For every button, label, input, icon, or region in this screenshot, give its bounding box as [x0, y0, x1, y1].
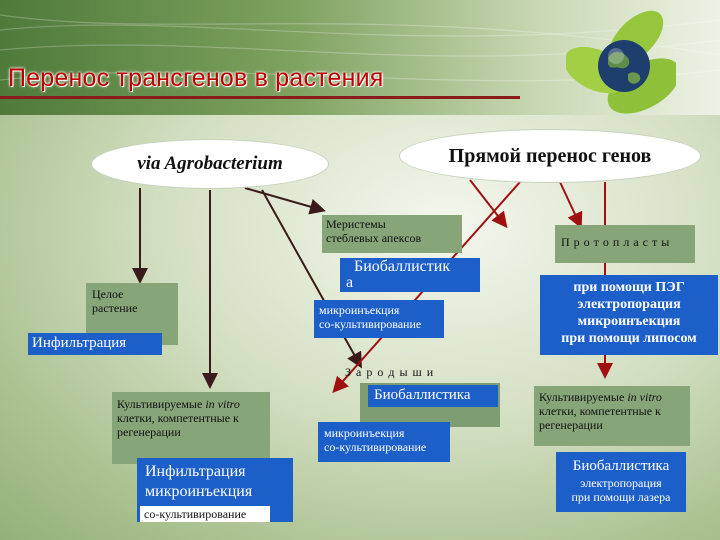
cultured-right-text: клетки, компетентные к	[539, 404, 661, 418]
method-direct-transfer: Прямой перенос генов	[400, 130, 700, 182]
arrow-direct-protoplasts	[559, 181, 583, 229]
cultured-right-text: Культивируемые	[539, 390, 628, 404]
protoplasts-methods-box: при помощи ПЭГ электропорация микроинъек…	[540, 275, 718, 355]
embryos-label: З а р о д ы ш и	[345, 365, 435, 379]
embryos-method: со-культивирование	[324, 440, 427, 454]
meristems-label-1: Меристемы	[326, 217, 386, 231]
cultured-left-text: Культивируемые	[117, 397, 206, 411]
cultured-cells-right-box: Культивируемые in vitro клетки, компетен…	[534, 386, 690, 446]
meristems-biolistics-2: а	[346, 274, 354, 291]
protoplasts-box: П р о т о п л а с т ы	[555, 225, 695, 263]
cultured-right-text: регенерации	[539, 418, 603, 432]
globe-leaf-icon	[566, 10, 676, 114]
arrow-direct-meristems	[469, 179, 508, 229]
meristems-method: со-культивирование	[319, 317, 422, 331]
embryos-biolistics: Биобаллистика	[368, 385, 498, 407]
arrow-agro-meristems	[244, 187, 326, 215]
meristems-methods-box: микроинъекция со-культивирование	[314, 300, 444, 338]
cultured-right-method: при помощи лазера	[571, 490, 671, 504]
in-vitro-text: in vitro	[627, 390, 662, 404]
cultured-right-method: электропорация	[580, 476, 662, 490]
cultured-left-microinjection: микроинъекция	[145, 483, 253, 500]
cultured-right-methods-box: Биобаллистика электропорация при помощи …	[556, 452, 686, 512]
protoplasts-method: при помощи ПЭГ	[573, 280, 685, 295]
meristems-label-2: стеблевых апексов	[326, 231, 422, 245]
cultured-cells-left-box: Культивируемые in vitro клетки, компетен…	[112, 392, 270, 464]
meristems-biolistics-box: Биобаллистик а	[340, 258, 480, 292]
whole-plant-label-2: растение	[92, 301, 138, 315]
whole-plant-label-1: Целое	[92, 287, 124, 301]
whole-plant-infiltration: Инфильтрация	[28, 333, 162, 355]
meristems-biolistics-1: Биобаллистик	[354, 258, 451, 275]
meristems-box: Меристемы стеблевых апексов	[322, 215, 462, 253]
protoplasts-method: электропорация	[577, 297, 681, 312]
protoplasts-method: при помощи липосом	[561, 331, 697, 346]
cultured-left-infiltration: Инфильтрация	[145, 463, 246, 480]
cultured-left-text: регенерации	[117, 425, 181, 439]
method-agrobacterium: via Agrobacterium	[92, 140, 328, 188]
cultured-left-text: клетки, компетентные к	[117, 411, 239, 425]
cultured-right-biolistics: Биобаллистика	[572, 458, 670, 474]
embryos-methods-box: микроинъекция со-культивирование	[318, 422, 450, 462]
in-vitro-text: in vitro	[205, 397, 240, 411]
title-underline	[0, 96, 520, 99]
cultured-left-cocultivation: со-культивирование	[140, 506, 270, 522]
meristems-method: микроинъекция	[319, 303, 400, 317]
header-decoration	[0, 14, 720, 82]
protoplasts-method: микроинъекция	[577, 314, 681, 329]
embryos-method: микроинъекция	[324, 426, 405, 440]
page-title: Перенос трансгенов в растения	[8, 64, 384, 92]
